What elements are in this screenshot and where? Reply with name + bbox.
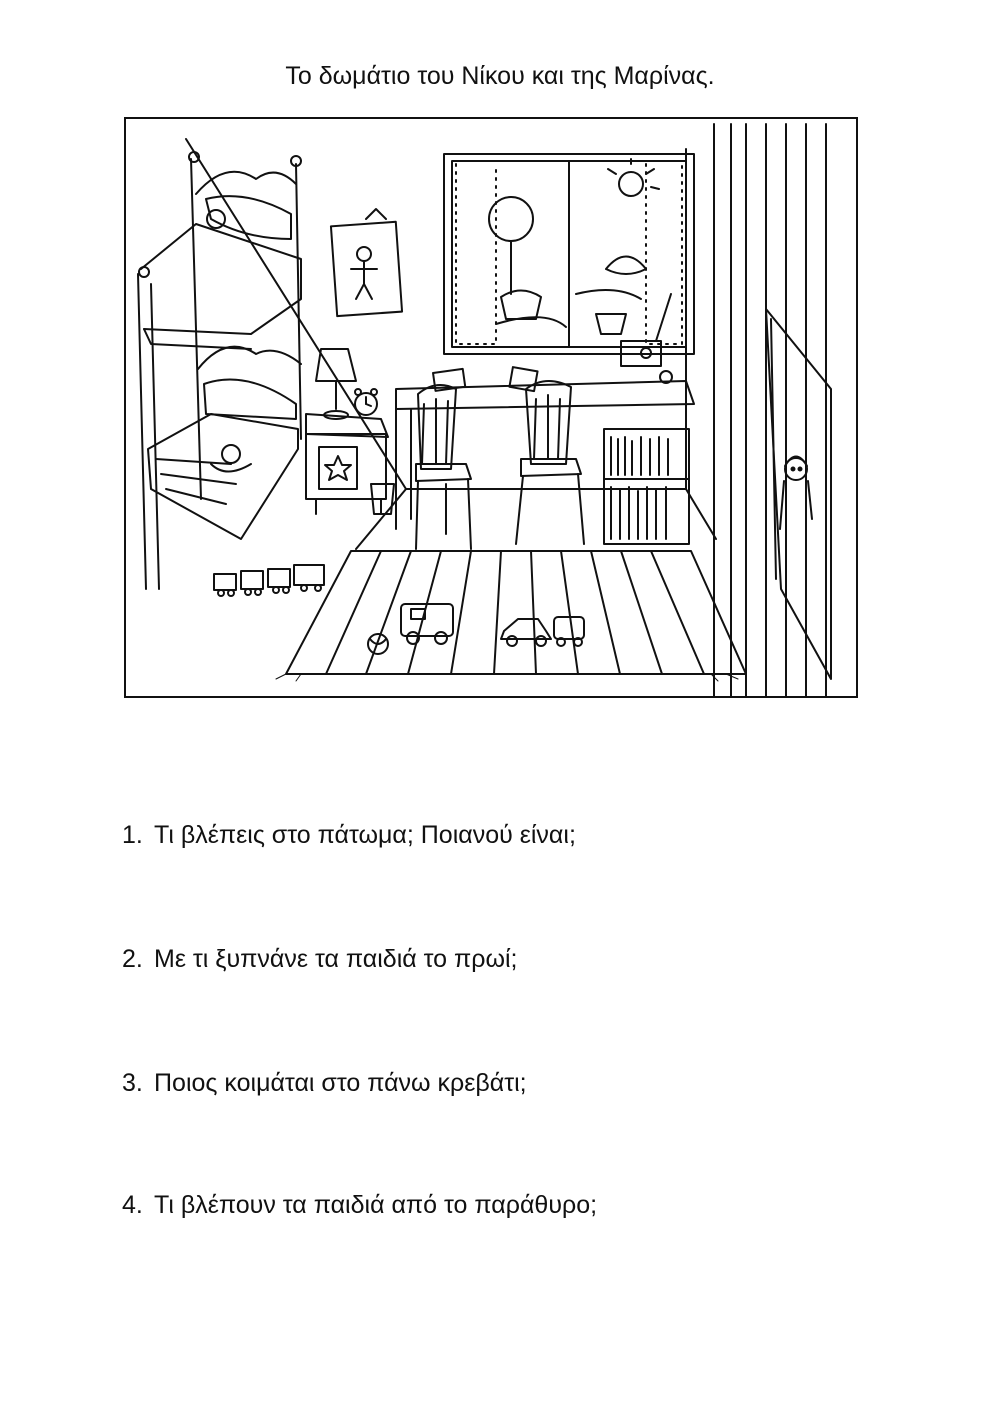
toy-train-icon [213, 564, 325, 597]
bedroom-illustration [124, 117, 858, 698]
window [443, 153, 695, 355]
wall-picture [329, 208, 404, 318]
lamp-icon [315, 348, 357, 420]
question-number: 1. [122, 821, 143, 849]
toy-truck-icon [400, 603, 454, 645]
star-icon [324, 455, 352, 481]
question-4: 4. Τι βλέπουν τα παιδιά από το παράθυρο; [122, 1185, 597, 1225]
chair-right [515, 380, 585, 545]
bookshelf [603, 428, 690, 545]
curtain [713, 123, 827, 696]
bunk-bed [137, 151, 302, 590]
radio-icon [620, 293, 673, 384]
question-3: 3. Ποιος κοιμάται στο πάνω κρεβάτι; [122, 1063, 527, 1103]
question-number: 4. [122, 1191, 143, 1219]
sleeping-child [206, 209, 226, 229]
desk [395, 366, 695, 530]
alarm-clock-icon [354, 388, 378, 416]
waste-bin [370, 483, 395, 515]
question-number: 3. [122, 1069, 143, 1097]
question-1: 1. Τι βλέπεις στο πάτωμα; Ποιανού είναι; [122, 815, 576, 855]
girl-face [784, 457, 808, 481]
toy-car-icon [500, 616, 585, 647]
cat-icon [221, 444, 241, 464]
ball-icon [367, 633, 389, 655]
worksheet-title: Το δωμάτιο του Νίκου και της Μαρίνας. [285, 62, 715, 90]
question-text: Τι βλέπουν τα παιδιά από το παράθυρο; [154, 1191, 598, 1219]
question-number: 2. [122, 945, 143, 973]
question-text: Τι βλέπεις στο πάτωμα; Ποιανού είναι; [154, 821, 576, 849]
sun-icon [618, 171, 644, 197]
nightstand [305, 413, 389, 515]
question-2: 2. Με τι ξυπνάνε τα παιδιά το πρωί; [122, 939, 518, 979]
question-text: Με τι ξυπνάνε τα παιδιά το πρωί; [154, 945, 518, 973]
striped-rug [275, 550, 747, 682]
question-text: Ποιος κοιμάται στο πάνω κρεβάτι; [154, 1069, 527, 1097]
door [765, 308, 832, 680]
chair-left [415, 384, 472, 550]
